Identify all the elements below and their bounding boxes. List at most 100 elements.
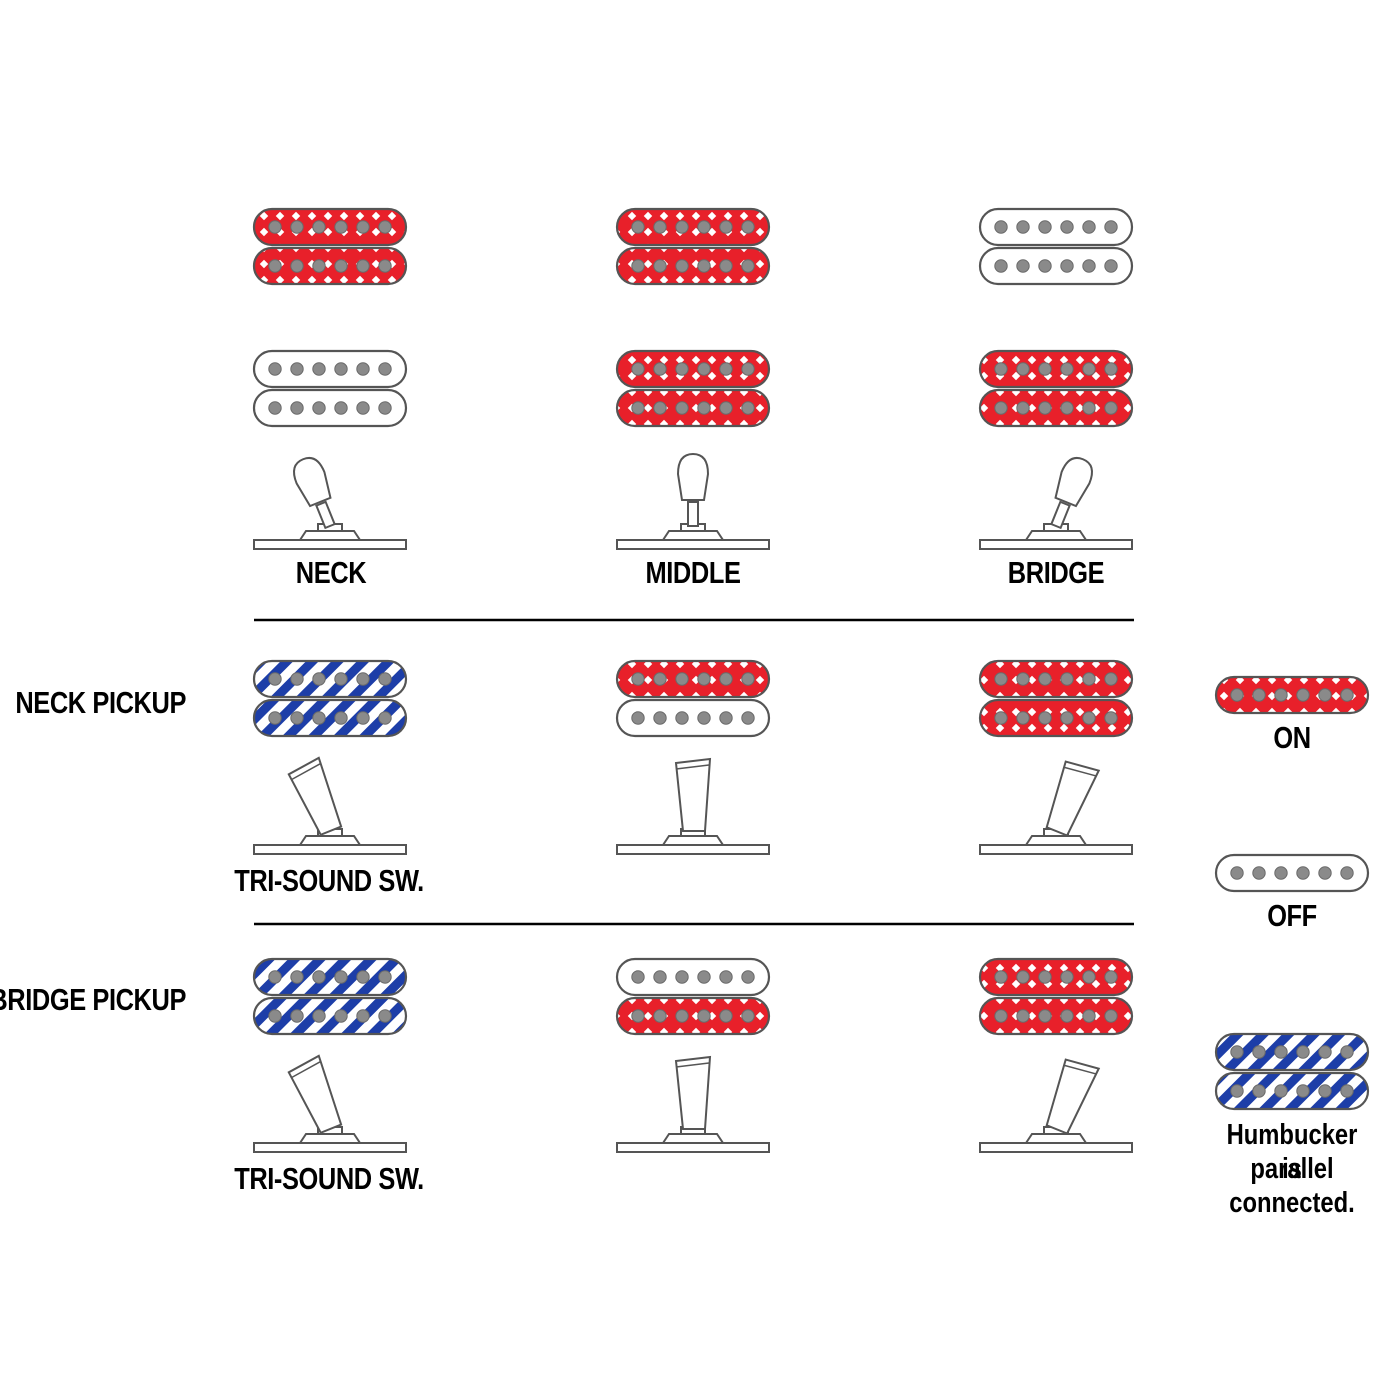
- bottom-coil-icon: [978, 246, 1134, 286]
- pole-piece-icon: [268, 672, 282, 686]
- toggle-switch-icon: [979, 456, 1133, 550]
- pole-piece-icon: [631, 711, 645, 725]
- neck-pickup-icon: [978, 207, 1134, 286]
- pole-piece-icon: [719, 1009, 733, 1023]
- switch-lever: [674, 1055, 712, 1130]
- neck-pickup-icon: [252, 659, 408, 738]
- pole-piece-icon: [631, 672, 645, 686]
- pole-piece-icon: [741, 220, 755, 234]
- pole-piece-icon: [1274, 1045, 1288, 1059]
- pole-piece-icon: [1104, 401, 1118, 415]
- pole-piece-icon: [1104, 362, 1118, 376]
- coil-icon: [1214, 675, 1370, 715]
- pole-piece-icon: [356, 362, 370, 376]
- switch-nut: [1024, 530, 1088, 541]
- neck-pickup-icon: [252, 207, 408, 286]
- pole-piece-icon: [1296, 1084, 1310, 1098]
- switch-plate: [979, 844, 1133, 855]
- row-label-bridge-pickup: BRIDGE PICKUP: [0, 982, 186, 1017]
- pole-piece-icon: [697, 970, 711, 984]
- pole-piece-icon: [994, 259, 1008, 273]
- pole-piece-icon: [268, 970, 282, 984]
- pole-piece-icon: [378, 1009, 392, 1023]
- pole-piece-icon: [653, 711, 667, 725]
- pole-piece-icon: [675, 362, 689, 376]
- pole-piece-icon: [1252, 866, 1266, 880]
- pole-piece-icon: [290, 220, 304, 234]
- switch-plate: [616, 1142, 770, 1153]
- switch-lever: [1045, 1058, 1101, 1135]
- pole-piece-icon: [1296, 866, 1310, 880]
- switch-plate: [979, 1142, 1133, 1153]
- pole-piece-icon: [675, 672, 689, 686]
- pole-piece-icon: [1318, 688, 1332, 702]
- pole-piece-icon: [994, 970, 1008, 984]
- pole-piece-icon: [1038, 970, 1052, 984]
- switch-nut: [661, 1133, 725, 1144]
- pole-piece-icon: [1274, 866, 1288, 880]
- top-coil-icon: [252, 957, 408, 997]
- top-coil-icon: [252, 207, 408, 247]
- pole-piece-icon: [334, 362, 348, 376]
- pole-piece-icon: [356, 1009, 370, 1023]
- pole-piece-icon: [290, 970, 304, 984]
- pole-piece-icon: [719, 672, 733, 686]
- legend: [1214, 675, 1370, 1111]
- neck-pickup-icon: [615, 207, 771, 286]
- pole-piece-icon: [1104, 672, 1118, 686]
- pole-piece-icon: [312, 711, 326, 725]
- pole-piece-icon: [1082, 1009, 1096, 1023]
- section-neck-pickup: [252, 659, 1134, 855]
- pole-piece-icon: [378, 401, 392, 415]
- pole-piece-icon: [268, 259, 282, 273]
- pole-piece-icon: [1104, 220, 1118, 234]
- coil-icon: [1214, 1032, 1370, 1072]
- pole-piece-icon: [697, 259, 711, 273]
- bottom-coil-icon: [615, 388, 771, 428]
- pole-piece-icon: [268, 401, 282, 415]
- pole-piece-icon: [1082, 970, 1096, 984]
- tri-sound-label-neck: TRI-SOUND SW.: [234, 863, 424, 898]
- pole-piece-icon: [697, 401, 711, 415]
- switch-plate: [616, 539, 770, 550]
- pole-piece-icon: [1230, 688, 1244, 702]
- pole-piece-icon: [1252, 1045, 1266, 1059]
- top-coil-icon: [615, 207, 771, 247]
- pole-piece-icon: [378, 711, 392, 725]
- pole-piece-icon: [1038, 672, 1052, 686]
- pole-piece-icon: [1016, 259, 1030, 273]
- pole-piece-icon: [653, 220, 667, 234]
- pole-piece-icon: [719, 711, 733, 725]
- top-coil-icon: [615, 957, 771, 997]
- pole-piece-icon: [1230, 1045, 1244, 1059]
- top-coil-icon: [978, 659, 1134, 699]
- pole-piece-icon: [675, 259, 689, 273]
- pole-piece-icon: [1016, 401, 1030, 415]
- pole-piece-icon: [1104, 1009, 1118, 1023]
- legend-parallel-coil-icon: [1214, 1032, 1370, 1072]
- pole-piece-icon: [1060, 672, 1074, 686]
- pole-piece-icon: [290, 1009, 304, 1023]
- switch-nut: [298, 1133, 362, 1144]
- pole-piece-icon: [653, 672, 667, 686]
- pole-piece-icon: [268, 220, 282, 234]
- mini-switch-icon: [616, 757, 770, 855]
- pole-piece-icon: [1038, 401, 1052, 415]
- pole-piece-icon: [1230, 1084, 1244, 1098]
- pole-piece-icon: [653, 401, 667, 415]
- bridge-pickup-icon: [978, 349, 1134, 428]
- pole-piece-icon: [1038, 711, 1052, 725]
- legend-parallel-line2: parallel connected.: [1229, 1153, 1355, 1219]
- column-label-bridge: BRIDGE: [1007, 555, 1105, 590]
- pole-piece-icon: [994, 362, 1008, 376]
- legend-on-label: ON: [1273, 720, 1311, 755]
- coil-icon: [1214, 853, 1370, 893]
- pole-piece-icon: [356, 259, 370, 273]
- switch-plate: [616, 844, 770, 855]
- tri-sound-label-bridge: TRI-SOUND SW.: [234, 1161, 424, 1196]
- mini-switch-icon: [616, 1055, 770, 1153]
- col-bridge: [978, 207, 1134, 550]
- pole-piece-icon: [334, 1009, 348, 1023]
- pole-piece-icon: [334, 259, 348, 273]
